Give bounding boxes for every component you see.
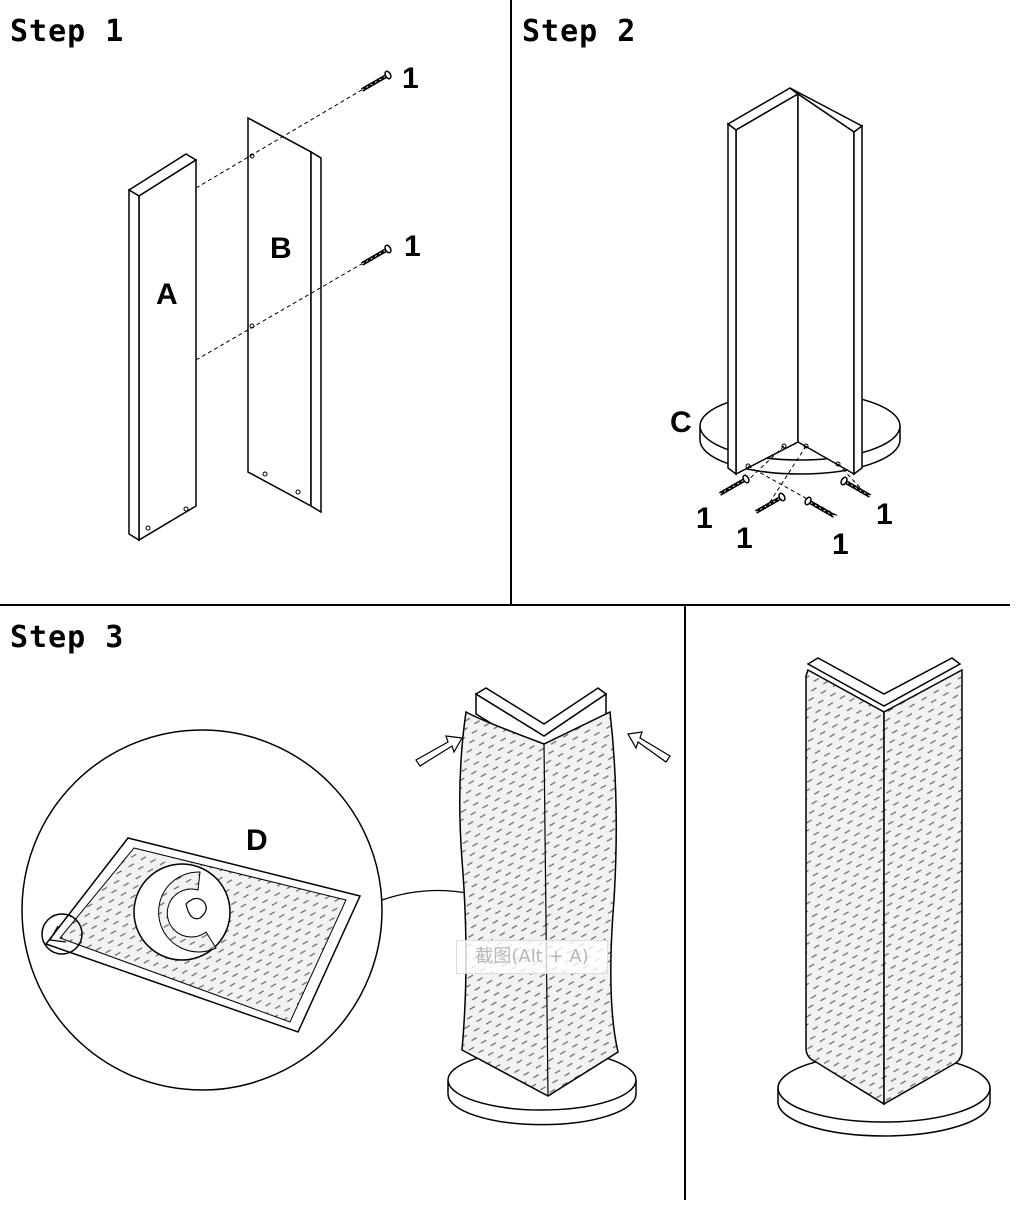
panel-a bbox=[127, 153, 198, 542]
label-screw-1-bottom: 1 bbox=[404, 230, 421, 263]
screw-icon bbox=[716, 472, 753, 500]
screw-icon bbox=[837, 474, 874, 502]
label-screw-2d: 1 bbox=[876, 498, 893, 531]
label-a: A bbox=[156, 278, 178, 311]
screw-icon bbox=[358, 242, 395, 270]
corner-post bbox=[726, 87, 864, 476]
finished-post bbox=[805, 657, 963, 1106]
arrow-right-icon bbox=[627, 731, 671, 763]
vertical-divider-top bbox=[510, 0, 512, 604]
label-d: D bbox=[246, 824, 268, 857]
label-screw-2c: 1 bbox=[832, 528, 849, 561]
carpet-wrapping bbox=[459, 710, 619, 1097]
panel-b bbox=[247, 116, 322, 514]
step-2-title: Step 2 bbox=[522, 14, 637, 49]
screw-icon bbox=[752, 490, 789, 518]
label-screw-1-top: 1 bbox=[402, 62, 419, 95]
label-screw-2a: 1 bbox=[696, 502, 713, 535]
step-3-title: Step 3 bbox=[10, 620, 125, 655]
arrow-left-icon bbox=[415, 735, 463, 767]
carpet-detail-circle bbox=[21, 729, 383, 1091]
horizontal-divider bbox=[0, 604, 1010, 606]
screenshot-hint: 截图(Alt + A) bbox=[456, 940, 608, 974]
label-screw-2b: 1 bbox=[736, 522, 753, 555]
screw-icon bbox=[358, 68, 395, 96]
label-c: C bbox=[670, 406, 692, 439]
step-1-title: Step 1 bbox=[10, 14, 125, 49]
vertical-divider-bottom bbox=[684, 604, 686, 1200]
screw-icon bbox=[801, 494, 838, 522]
label-b: B bbox=[270, 232, 292, 265]
